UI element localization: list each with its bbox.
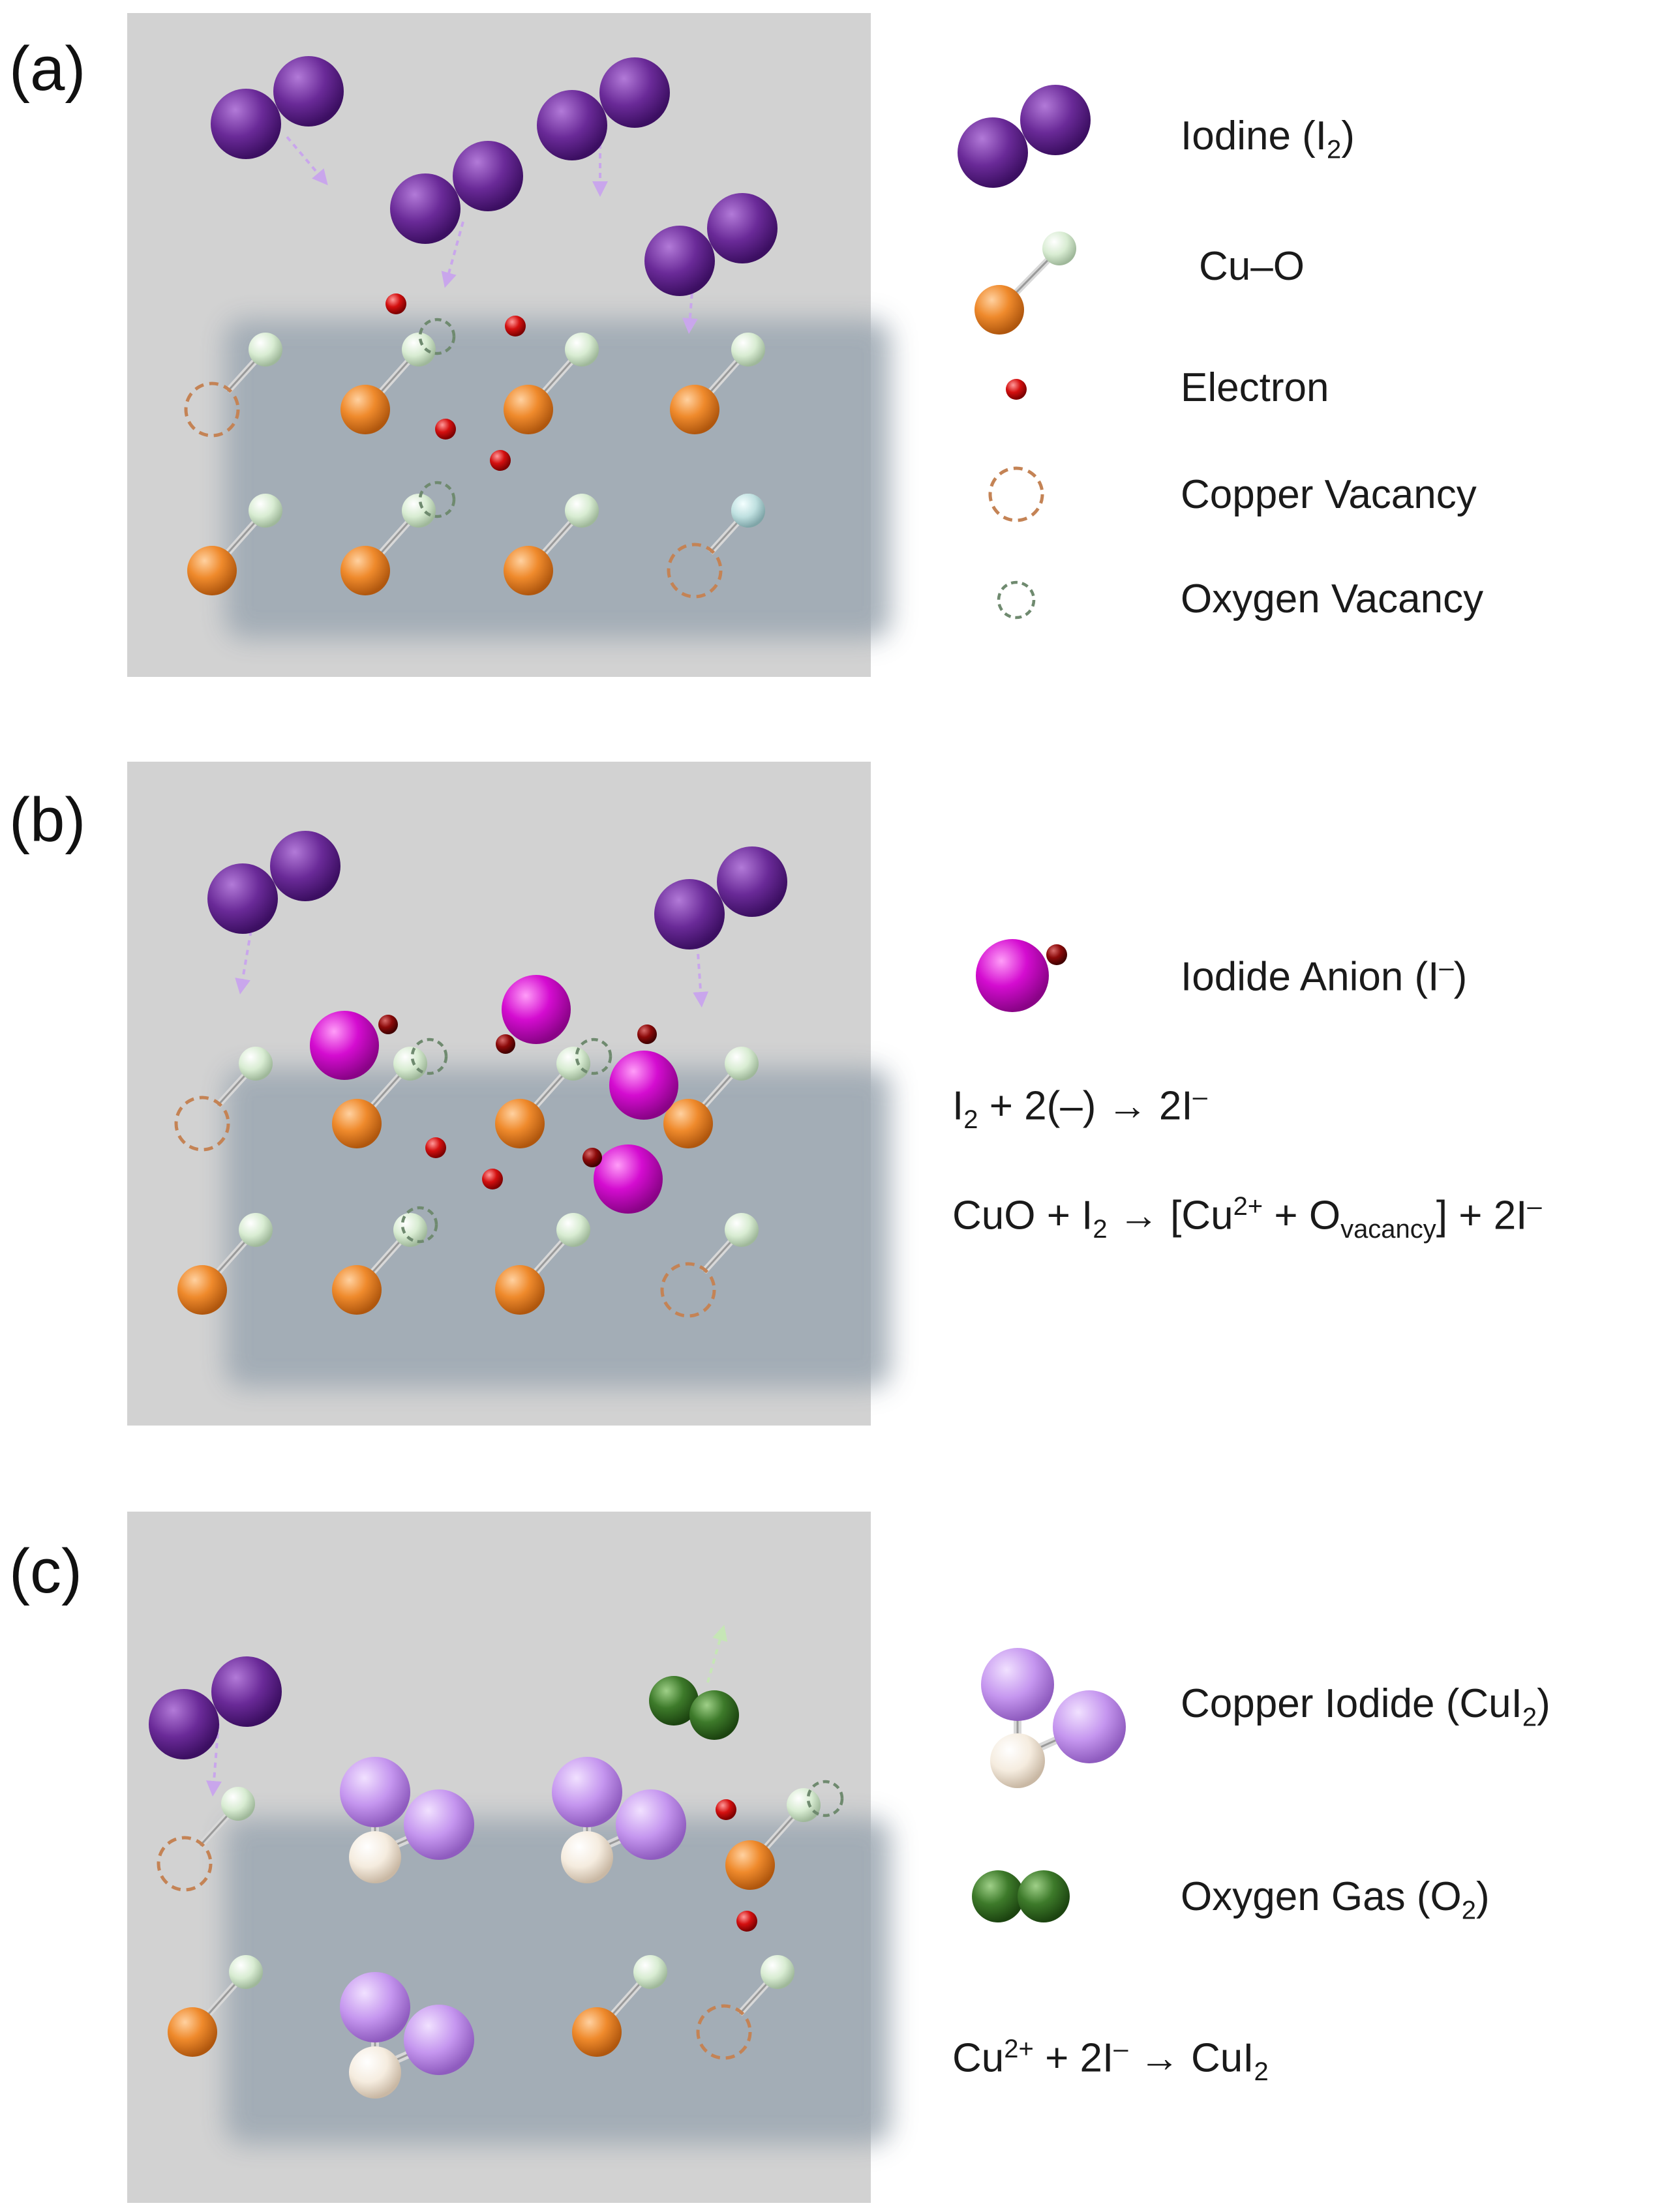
legend-electron: Electron [1181, 365, 1329, 410]
oxygen-gas-atom [689, 1690, 739, 1740]
iodide-electron [582, 1148, 602, 1167]
panel-a-diagram [127, 13, 890, 677]
oxygen-gas-atom [649, 1676, 699, 1726]
panel-b-legend-icons [976, 939, 1067, 1012]
panel-a-label: (a) [9, 34, 86, 104]
electron [482, 1169, 503, 1189]
iodide-electron [378, 1015, 398, 1034]
legend-cu-o: Cu–O [1199, 244, 1305, 289]
iodide-anion [310, 1011, 379, 1080]
electron [716, 1799, 736, 1820]
iodide-electron-icon [1046, 944, 1067, 965]
electron [490, 450, 511, 471]
panel-b-diagram [127, 762, 890, 1426]
legend-iodide-anion: Iodide Anion (I–) [1181, 953, 1468, 1000]
panel-c-legend-icons [972, 1648, 1126, 1922]
iodide-electron [496, 1034, 515, 1054]
legend-iodine: Iodine (I2) [1181, 113, 1355, 164]
iodide-anion-icon [976, 939, 1049, 1012]
cu-o-icon [975, 285, 1024, 335]
legend-oxygen-vacancy: Oxygen Vacancy [1181, 576, 1484, 621]
oxygen-gas-icon [972, 1870, 1070, 1922]
panel-a-crystal-slab [225, 320, 890, 639]
panel-c-label: (c) [9, 1536, 82, 1606]
electron [505, 316, 526, 336]
legend-oxygen-gas: Oxygen Gas (O2) [1181, 1874, 1490, 1925]
equation-cuo-reaction: CuO + I2 → [Cu2+ + Ovacancy] + 2I– [952, 1192, 1542, 1244]
equation-cui2-formation: Cu2+ + 2I– → CuI2 [952, 2035, 1269, 2087]
iodide-anion [609, 1051, 678, 1120]
iodide-anion [502, 975, 571, 1044]
equation-iodine-reduction: I2 + 2(–) → 2I– [952, 1083, 1207, 1135]
iodine-icon [958, 85, 1091, 188]
electron [435, 419, 456, 440]
legend-copper-iodide: Copper Iodide (CuI2) [1181, 1681, 1550, 1732]
oxygen-vacancy-icon [997, 580, 1036, 620]
panel-a-legend-icons [958, 85, 1091, 620]
copper-vacancy-icon [988, 466, 1044, 522]
iodide-anion [594, 1144, 663, 1214]
oxygen-release-arrow [706, 1624, 728, 1683]
electron [736, 1911, 757, 1932]
electron [425, 1137, 446, 1158]
panel-c-diagram [127, 1512, 890, 2203]
iodide-electron [637, 1024, 657, 1044]
electron [385, 293, 406, 314]
legend-copper-vacancy: Copper Vacancy [1181, 472, 1477, 517]
electron-icon [1006, 379, 1027, 400]
copper-iodide-icon [981, 1648, 1126, 1788]
panel-b-label: (b) [9, 785, 86, 855]
